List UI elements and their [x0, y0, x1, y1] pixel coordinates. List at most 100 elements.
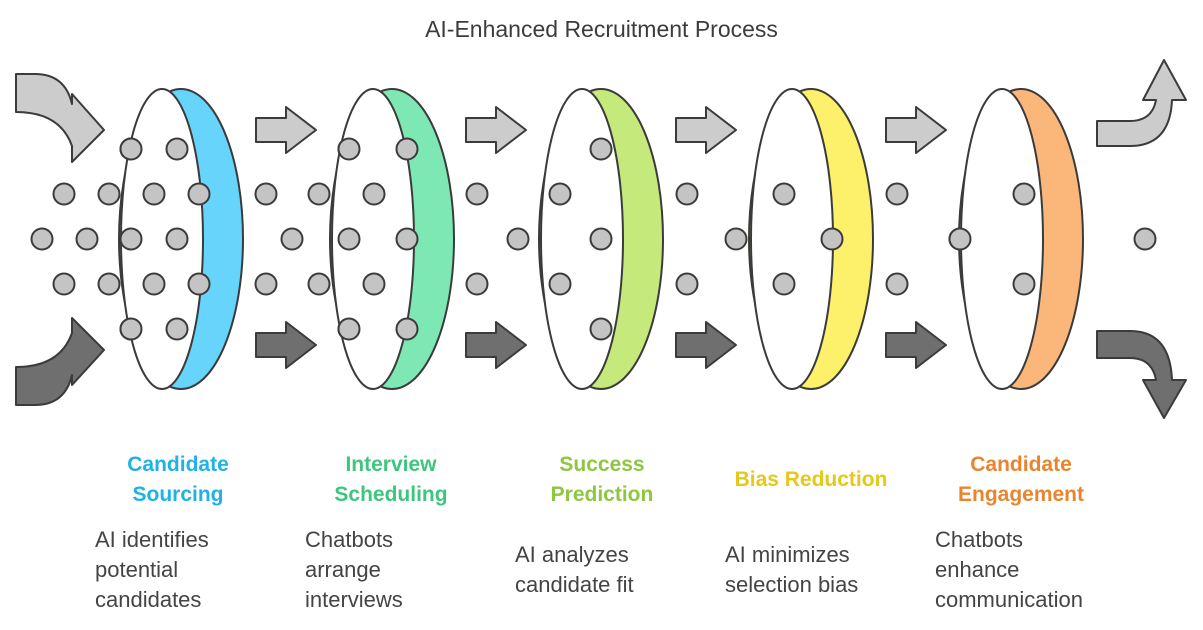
candidate-dot: [724, 227, 748, 251]
stage-description-line: interviews: [305, 587, 403, 612]
stage-description: Chatbots enhance communication: [935, 525, 1125, 615]
entry-arrow-top: [15, 73, 105, 163]
stage-label-line: Scheduling: [334, 483, 448, 506]
candidate-dot-in-ring: [395, 137, 419, 161]
exit-arrow-bottom: [1096, 330, 1187, 419]
candidate-dot-in-ring: [142, 272, 166, 296]
lower-flow-arrow-4: [885, 321, 947, 369]
stage-label-line: Prediction: [550, 483, 654, 506]
candidate-dot-in-ring: [1012, 182, 1036, 206]
candidate-dot: [307, 182, 331, 206]
candidate-dot-in-ring: [337, 227, 361, 251]
stage-description-line: AI analyzes: [515, 542, 629, 567]
candidate-dot-in-ring: [548, 272, 572, 296]
stage-label-line: Candidate: [970, 453, 1072, 476]
stage-label-line: Bias Reduction: [734, 468, 888, 491]
upper-flow-arrow-4: [885, 106, 947, 154]
candidate-dot: [280, 227, 304, 251]
stage-description-line: enhance: [935, 557, 1020, 582]
candidate-dot-in-ring: [142, 182, 166, 206]
stage-description: AI analyzes candidate fit: [515, 540, 705, 600]
candidate-dot-in-ring: [337, 137, 361, 161]
stage-description-line: arrange: [305, 557, 381, 582]
lower-flow-arrow-1: [255, 321, 317, 369]
upper-flow-arrow-3: [675, 106, 737, 154]
candidate-dot: [254, 182, 278, 206]
candidate-dot-in-ring: [820, 227, 844, 251]
candidate-dot: [675, 182, 699, 206]
candidate-dot: [465, 182, 489, 206]
candidate-dot-in-ring: [589, 317, 613, 341]
stage-description: Chatbots arrange interviews: [305, 525, 495, 615]
lower-flow-arrow-3: [675, 321, 737, 369]
candidate-dot-in-ring: [589, 227, 613, 251]
candidate-dot: [30, 227, 54, 251]
stage-description: AI identifies potential candidates: [95, 525, 285, 615]
candidate-dot: [52, 272, 76, 296]
candidate-dot-in-ring: [395, 317, 419, 341]
candidate-dot: [506, 227, 530, 251]
lower-flow-arrow-2: [465, 321, 527, 369]
stage-description-line: selection bias: [725, 572, 859, 597]
candidate-dot-in-ring: [119, 137, 143, 161]
candidate-dot: [885, 182, 909, 206]
candidate-dot-in-ring: [395, 227, 419, 251]
candidate-dot-in-ring: [119, 317, 143, 341]
candidate-dot: [465, 272, 489, 296]
stage-label-line: Engagement: [957, 483, 1085, 506]
flow-arrows: [15, 59, 1187, 419]
stage-label-line: Success: [559, 453, 645, 476]
stage-ring-2: [329, 88, 455, 390]
candidate-dot-in-ring: [337, 317, 361, 341]
candidate-dot-in-ring: [1012, 272, 1036, 296]
stage-label-line: Sourcing: [132, 483, 224, 506]
stage-description-line: AI minimizes: [725, 542, 850, 567]
stage-description-line: potential: [95, 557, 179, 582]
candidate-dot-in-ring: [119, 227, 143, 251]
stage-label: Bias Reduction: [716, 465, 906, 495]
candidate-dot: [52, 182, 76, 206]
upper-flow-arrow-1: [255, 106, 317, 154]
candidate-dot: [885, 272, 909, 296]
candidate-dot: [75, 227, 99, 251]
candidate-dot-in-ring: [165, 137, 189, 161]
stage-description-line: communication: [935, 587, 1083, 612]
candidate-dot: [1133, 227, 1157, 251]
stage-rings: [118, 88, 1084, 390]
candidate-dot-in-ring: [548, 182, 572, 206]
candidate-dot-in-ring: [187, 272, 211, 296]
candidate-dot-in-ring: [165, 317, 189, 341]
entry-arrow-bottom: [15, 317, 105, 406]
candidate-dot-in-ring: [772, 182, 796, 206]
candidate-dot-in-ring: [362, 182, 386, 206]
candidate-dot-in-ring: [772, 272, 796, 296]
stage-ring-5: [958, 88, 1084, 390]
candidate-dot-in-ring: [187, 182, 211, 206]
candidate-dot: [97, 182, 121, 206]
candidate-dot: [307, 272, 331, 296]
candidate-dot: [254, 272, 278, 296]
stage-description-line: candidate fit: [515, 572, 634, 597]
stage-description-line: AI identifies: [95, 527, 209, 552]
upper-flow-arrow-2: [465, 106, 527, 154]
stage-label-line: Interview: [345, 453, 437, 476]
stage-description-line: candidates: [95, 587, 202, 612]
candidate-dot-in-ring: [948, 227, 972, 251]
stage-description: AI minimizes selection bias: [725, 540, 915, 600]
stage-description-line: Chatbots: [935, 527, 1024, 552]
candidate-dot-in-ring: [589, 137, 613, 161]
stage-ring-4: [748, 88, 874, 390]
stage-label-line: Candidate: [127, 453, 229, 476]
stage-description-line: Chatbots: [305, 527, 394, 552]
candidate-dot: [97, 272, 121, 296]
exit-arrow-top: [1096, 59, 1187, 147]
candidate-dot: [675, 272, 699, 296]
diagram-title: AI-Enhanced Recruitment Process: [425, 16, 778, 42]
candidate-dot-in-ring: [362, 272, 386, 296]
candidate-dot-in-ring: [165, 227, 189, 251]
